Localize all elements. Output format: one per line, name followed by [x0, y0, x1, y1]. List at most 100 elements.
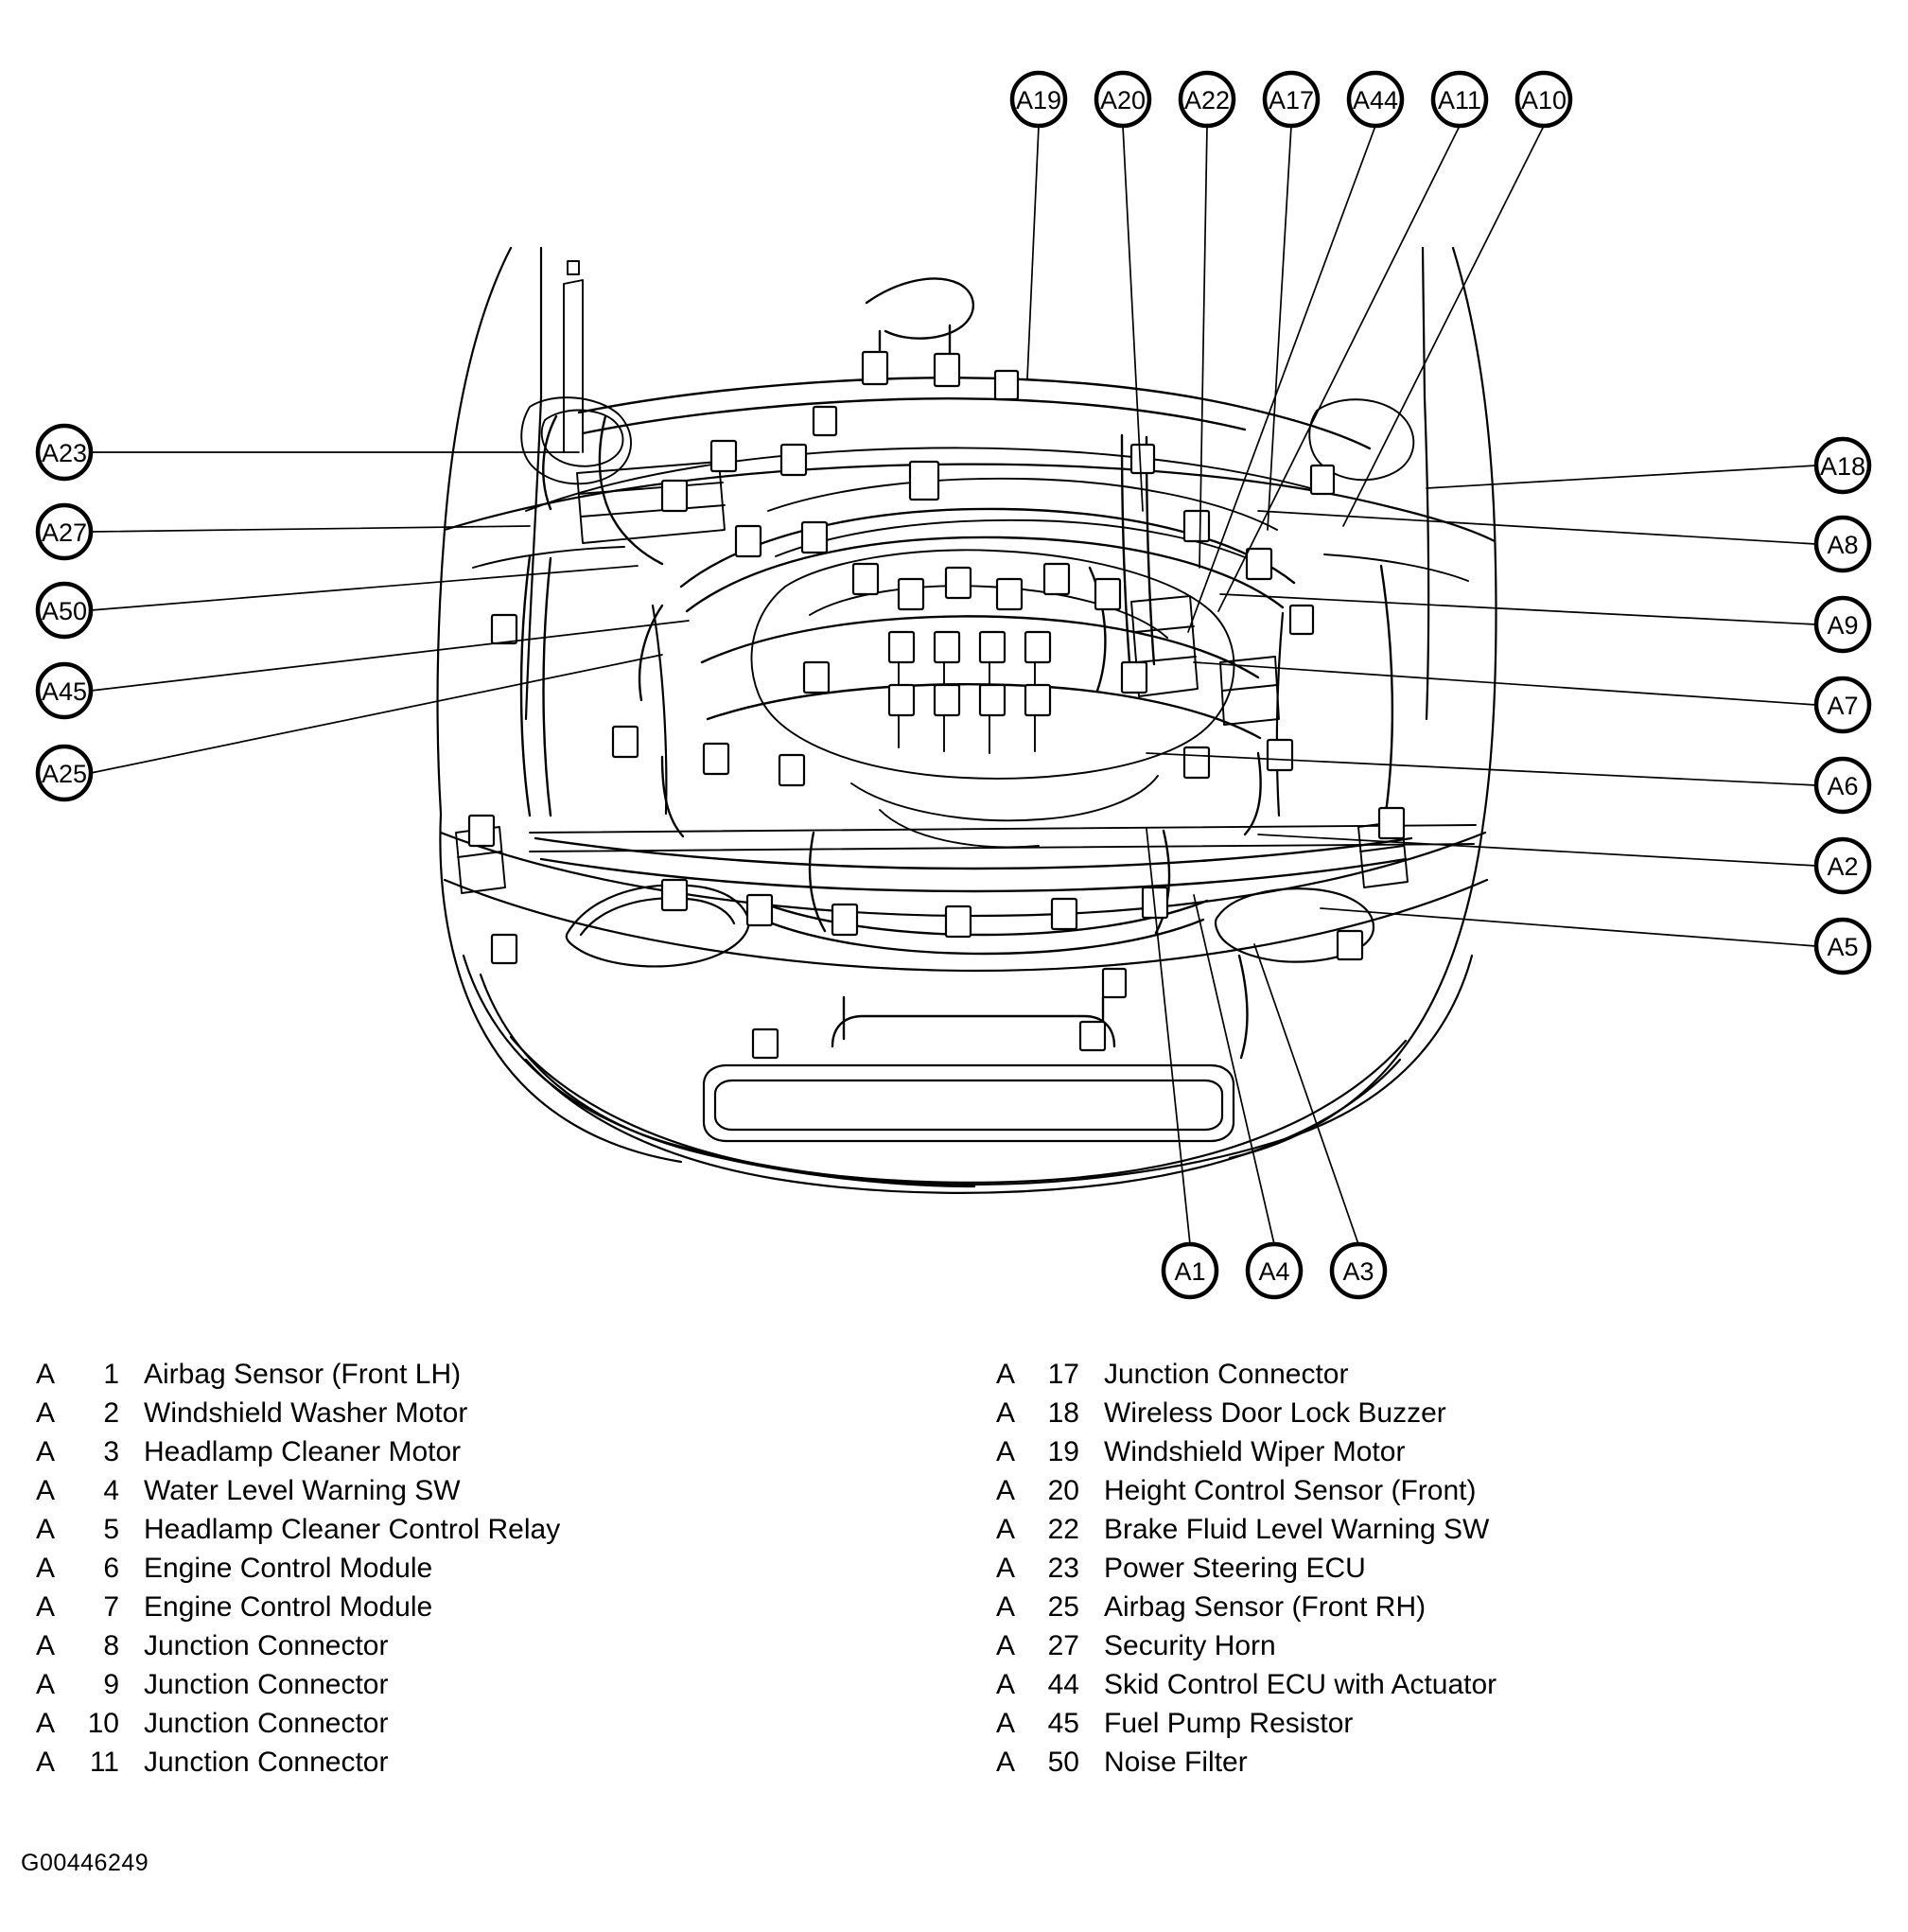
callout-bubble-a22[interactable]: A22 [1178, 70, 1236, 129]
callout-circle [1161, 1241, 1219, 1300]
legend-prefix: A [36, 1747, 56, 1778]
callout-bubble-a20[interactable]: A20 [1094, 70, 1152, 129]
legend-label: Brake Fluid Level Warning SW [1104, 1514, 1490, 1545]
callout-circle [1514, 70, 1573, 129]
legend-prefix: A [36, 1669, 56, 1700]
leader-A45 [90, 620, 690, 692]
callout-bubble-a17[interactable]: A17 [1262, 70, 1321, 129]
callout-label: A5 [1827, 933, 1858, 961]
callout-circle [1813, 595, 1872, 654]
legend-label: Windshield Washer Motor [144, 1397, 468, 1429]
legend-number: 50 [1047, 1747, 1079, 1778]
legend-number: 44 [1047, 1669, 1079, 1700]
legend-prefix: A [996, 1708, 1016, 1739]
callout-bubble-a25[interactable]: A25 [35, 744, 94, 802]
legend-label: Headlamp Cleaner Control Relay [144, 1514, 561, 1545]
callout-bubble-a8[interactable]: A8 [1813, 515, 1872, 573]
callout-bubble-a50[interactable]: A50 [35, 581, 94, 640]
figure-id: G00446249 [21, 1850, 149, 1876]
callout-label: A11 [1438, 86, 1481, 114]
wire-harness-runs [519, 277, 1413, 1060]
callout-bubble-a9[interactable]: A9 [1813, 595, 1872, 654]
callout-bubble-a2[interactable]: A2 [1813, 836, 1872, 895]
callout-bubble-a19[interactable]: A19 [1009, 70, 1068, 129]
callout-bubble-a6[interactable]: A6 [1813, 756, 1872, 815]
callout-bubble-a5[interactable]: A5 [1813, 917, 1872, 975]
callout-label: A50 [42, 597, 87, 625]
legend-row-a2: A 2 Windshield Washer Motor [36, 1394, 944, 1432]
legend-number: 3 [103, 1436, 119, 1467]
callout-label: A27 [42, 518, 87, 547]
leader-A2 [1257, 834, 1817, 867]
leader-A4 [1193, 894, 1275, 1245]
callout-bubble-a44[interactable]: A44 [1346, 70, 1405, 129]
callout-circle [1178, 70, 1236, 129]
callout-circle [1262, 70, 1321, 129]
callout-bubble-a1[interactable]: A1 [1161, 1241, 1219, 1300]
legend-number: 8 [103, 1630, 119, 1661]
callout-circle [1813, 756, 1872, 815]
legend-label: Power Steering ECU [1104, 1553, 1366, 1584]
callout-label: A6 [1827, 772, 1858, 800]
legend-prefix: A [996, 1669, 1016, 1700]
callout-bubble-a45[interactable]: A45 [35, 661, 94, 720]
legend-label: Skid Control ECU with Actuator [1104, 1669, 1497, 1700]
legend-number: 23 [1047, 1553, 1079, 1584]
callout-circle [1094, 70, 1152, 129]
callout-bubble-a27[interactable]: A27 [35, 502, 94, 561]
callout-circle [35, 423, 94, 482]
leader-A3 [1253, 943, 1359, 1245]
callout-label: A7 [1827, 692, 1858, 720]
callout-bubble-a3[interactable]: A3 [1329, 1241, 1388, 1300]
legend-prefix: A [996, 1553, 1016, 1584]
legend-number: 4 [103, 1475, 119, 1506]
leader-A7 [1193, 661, 1817, 706]
callout-label: A8 [1827, 531, 1858, 559]
callout-circle [1346, 70, 1405, 129]
callout-label: A18 [1820, 452, 1865, 481]
engine-bay-structure [455, 260, 1477, 894]
callout-label: A25 [42, 760, 87, 788]
legend-label: Junction Connector [144, 1708, 389, 1739]
legend-number: 2 [103, 1397, 119, 1429]
vehicle-body-outline [436, 246, 1497, 1194]
callout-label: A45 [42, 677, 87, 706]
callout-circle [35, 502, 94, 561]
callout-bubble-a23[interactable]: A23 [35, 423, 94, 482]
callout-bubble-a7[interactable]: A7 [1813, 676, 1872, 734]
legend-row-a4: A 4 Water Level Warning SW [36, 1471, 944, 1510]
callout-bubble-a18[interactable]: A18 [1813, 436, 1872, 495]
legend-row-a23: A 23 Power Steering ECU [996, 1549, 1904, 1588]
legend-prefix: A [996, 1359, 1016, 1390]
legend-prefix: A [996, 1436, 1016, 1467]
callout-label: A9 [1827, 611, 1858, 640]
legend-label: Water Level Warning SW [144, 1475, 461, 1506]
legend-prefix: A [996, 1591, 1016, 1623]
callout-label: A2 [1827, 852, 1858, 881]
callout-bubble-a4[interactable]: A4 [1245, 1241, 1304, 1300]
legend-prefix: A [36, 1553, 56, 1584]
legend-prefix: A [36, 1397, 56, 1429]
leader-A10 [1342, 125, 1545, 527]
callout-label: A23 [42, 439, 87, 467]
legend-number: 19 [1047, 1436, 1079, 1467]
legend-prefix: A [36, 1475, 56, 1506]
leader-A25 [90, 654, 663, 774]
callout-bubble-a11[interactable]: A11 [1430, 70, 1489, 129]
legend-prefix: A [36, 1591, 56, 1623]
callout-bubble-a10[interactable]: A10 [1514, 70, 1573, 129]
